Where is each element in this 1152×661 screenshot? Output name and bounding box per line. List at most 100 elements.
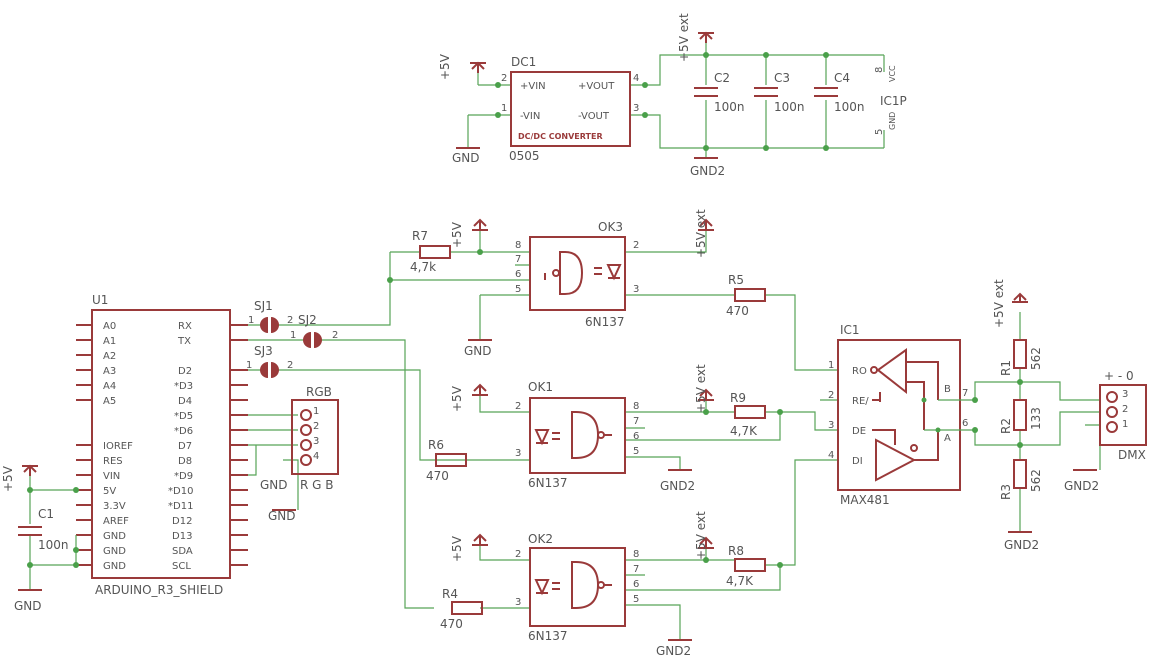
u1-pin-d6: *D6: [174, 426, 193, 437]
capacitor-c3: C3 100n: [754, 71, 805, 114]
termination-network: +5V ext R1 562 R2 133 R3 562 GND2: [972, 279, 1101, 552]
ok3-pin-3: 3: [633, 284, 639, 295]
dc1-pin-vout-n: -VOUT: [578, 111, 610, 122]
rgb-name: RGB: [306, 385, 332, 399]
rgb-header: RGB 1 2 3 4 R G B GND GND: [248, 385, 339, 523]
ok1-pin-2: 2: [515, 401, 521, 412]
rgb-pin-4: 4: [313, 451, 319, 462]
ok3-pin-8: 8: [515, 240, 521, 251]
resistor-r7: R7 4,7k: [410, 229, 451, 274]
net-label-gnd: GND: [14, 599, 42, 613]
r1-name: R1: [999, 360, 1013, 376]
r2-value: 133: [1029, 407, 1043, 430]
net-label-gnd2: GND2: [660, 479, 695, 493]
ok2-pin-7: 7: [633, 564, 639, 575]
u1-pin-ioref: IOREF: [103, 441, 133, 452]
u1-pin-a3: A3: [103, 366, 116, 377]
sj3-pin-2: 2: [287, 360, 293, 371]
ok3-pin-5: 5: [515, 284, 521, 295]
u1-pin-d11: *D11: [168, 501, 193, 512]
ic1-value: MAX481: [840, 493, 890, 507]
ok1-pin-6: 6: [633, 431, 639, 442]
supply-arrow-icon: [698, 388, 714, 401]
r3-name: R3: [999, 484, 1013, 500]
dc1-pin-vin-n: -VIN: [520, 111, 540, 122]
dc1-pin-num-2: 2: [501, 73, 507, 84]
ic1p-gnd-label: GND: [888, 112, 897, 130]
dc1-pin-vout-p: +VOUT: [578, 81, 615, 92]
capacitor-c1: C1 100n: [18, 507, 69, 552]
ok3-pin-7: 7: [515, 254, 521, 265]
rgb-body: [291, 399, 339, 475]
sj1-pin-2: 2: [287, 315, 293, 326]
net-label-gnd: GND: [452, 151, 480, 165]
ic1-pin-num-1: 1: [828, 360, 834, 371]
net-label-5v-ext: +5V ext: [992, 279, 1006, 328]
arduino-shield-u1: U1 ARDUINO_R3_SHIELD A0 A1 A2 A3 A4 A5 I…: [1, 293, 248, 613]
ic1-pin-b: B: [944, 384, 951, 395]
ok1-pin-8: 8: [633, 401, 639, 412]
u1-pin-gnd-1: GND: [103, 531, 126, 542]
ok3-name: OK3: [598, 220, 623, 234]
sj1-name: SJ1: [254, 299, 273, 313]
ic1-pin-num-4: 4: [828, 450, 834, 461]
resistor-r5: R5 470: [726, 273, 766, 318]
u1-pin-d4: D4: [178, 396, 192, 407]
u1-pin-d13: D13: [172, 531, 192, 542]
ic1p-name: IC1P: [880, 94, 907, 108]
r9-name: R9: [730, 391, 746, 405]
resistor-r1: R1 562: [999, 339, 1043, 376]
supply-arrow-icon: [470, 61, 486, 73]
dmx-header: + - 0: [1104, 369, 1134, 383]
supply-arrow-icon: [472, 383, 488, 396]
ok1-name: OK1: [528, 380, 553, 394]
sj3-pin-1: 1: [246, 360, 252, 371]
ok3-pin-2: 2: [633, 240, 639, 251]
u1-pin-5v: 5V: [103, 486, 116, 497]
net-label-gnd2: GND2: [690, 164, 725, 178]
u1-pin-d9: *D9: [174, 471, 193, 482]
supply-arrow-icon: [698, 218, 714, 231]
r6-value: 470: [426, 469, 449, 483]
c3-name: C3: [774, 71, 790, 85]
supply-arrow-icon: [472, 533, 488, 546]
u1-pin-a0: A0: [103, 321, 116, 332]
net-label-5v: +5V: [438, 53, 452, 80]
c1-value: 100n: [38, 538, 69, 552]
rgb-pin-2: 2: [313, 421, 319, 432]
u1-pin-scl: SCL: [172, 561, 191, 572]
net-label-5v-ext: +5V ext: [694, 511, 708, 560]
opto-ok3: R7 4,7k +5V GND OK3 6N137 8 7 6 5 2 3 +5…: [390, 209, 820, 371]
sj1-jumper: SJ1 1 2: [248, 299, 293, 333]
u1-pin-d12: D12: [172, 516, 192, 527]
u1-pin-rx: RX: [178, 321, 192, 332]
resistor-r4: R4 470: [440, 587, 483, 631]
resistor-r6: R6 470: [426, 438, 467, 483]
r6-name: R6: [428, 438, 444, 452]
ok3-body: [529, 236, 626, 311]
sj2-jumper: SJ2 1 2: [290, 313, 338, 348]
u1-name: U1: [92, 293, 108, 307]
sj1-pin-1: 1: [248, 315, 254, 326]
ic1-pin-num-7: 7: [962, 388, 968, 399]
supply-arrow-icon: [698, 536, 714, 549]
net-label-5v-ext: +5V ext: [677, 13, 691, 62]
r5-name: R5: [728, 273, 744, 287]
dc1-desc: DC/DC CONVERTER: [518, 132, 603, 141]
u1-pin-a1: A1: [103, 336, 116, 347]
u1-pin-vin: VIN: [103, 471, 120, 482]
ok1-value: 6N137: [528, 476, 568, 490]
u1-pin-a4: A4: [103, 381, 116, 392]
c3-value: 100n: [774, 100, 805, 114]
net-label-5v: +5V: [1, 465, 15, 492]
u1-pin-d8: D8: [178, 456, 192, 467]
r4-value: 470: [440, 617, 463, 631]
opto-ok1: +5V R6 470 OK1 6N137 2 3 8 7 6 5 +5V ext…: [426, 364, 820, 493]
net-label-gnd2: GND2: [1064, 479, 1099, 493]
ok1-pin-3: 3: [515, 448, 521, 459]
ic1p-pin-8: 8: [874, 67, 885, 73]
dc1-body: [510, 71, 631, 147]
c4-value: 100n: [834, 100, 865, 114]
net-label-gnd2: GND2: [1004, 538, 1039, 552]
